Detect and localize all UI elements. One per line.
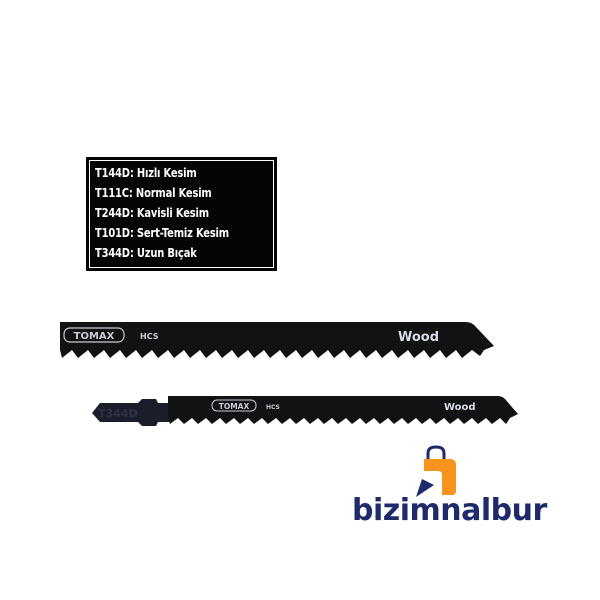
shank-code-label: T344D [98, 407, 138, 420]
blade-long-graphic: TOMAX HCS Wood [60, 322, 494, 358]
tomax-logo-frame [211, 399, 257, 412]
material-label: HCS [266, 404, 280, 411]
application-label: Wood [398, 330, 439, 345]
brand-label: TOMAX [74, 331, 115, 342]
blade-type-legend: T144D: Hızlı Kesim T111C: Normal Kesim T… [86, 157, 277, 271]
legend-list: T144D: Hızlı Kesim T111C: Normal Kesim T… [95, 163, 241, 263]
logo-wordmark: bizimnalbur [352, 493, 547, 528]
shopping-bag-cursor-icon [416, 445, 456, 497]
legend-item: T344D: Uzun Bıçak [95, 246, 197, 260]
bizimnalbur-logo: bizimnalbur [350, 445, 547, 535]
brand-label: TOMAX [219, 402, 250, 411]
blade-shank [92, 399, 170, 426]
legend-item: T144D: Hızlı Kesim [95, 166, 197, 180]
jigsaw-blade-t344d: T344D TOMAX HCS Wood [90, 392, 520, 432]
legend-item: T101D: Sert-Temiz Kesim [95, 226, 229, 240]
jigsaw-blade-long: TOMAX HCS Wood [58, 318, 498, 362]
material-label: HCS [140, 332, 159, 341]
legend-item: T111C: Normal Kesim [95, 186, 212, 200]
blade-t344d-graphic: T344D TOMAX HCS Wood [92, 396, 518, 426]
application-label: Wood [444, 402, 476, 413]
tomax-logo-frame [63, 327, 125, 343]
legend-item: T244D: Kavisli Kesim [95, 206, 209, 220]
legend-frame [89, 160, 274, 268]
